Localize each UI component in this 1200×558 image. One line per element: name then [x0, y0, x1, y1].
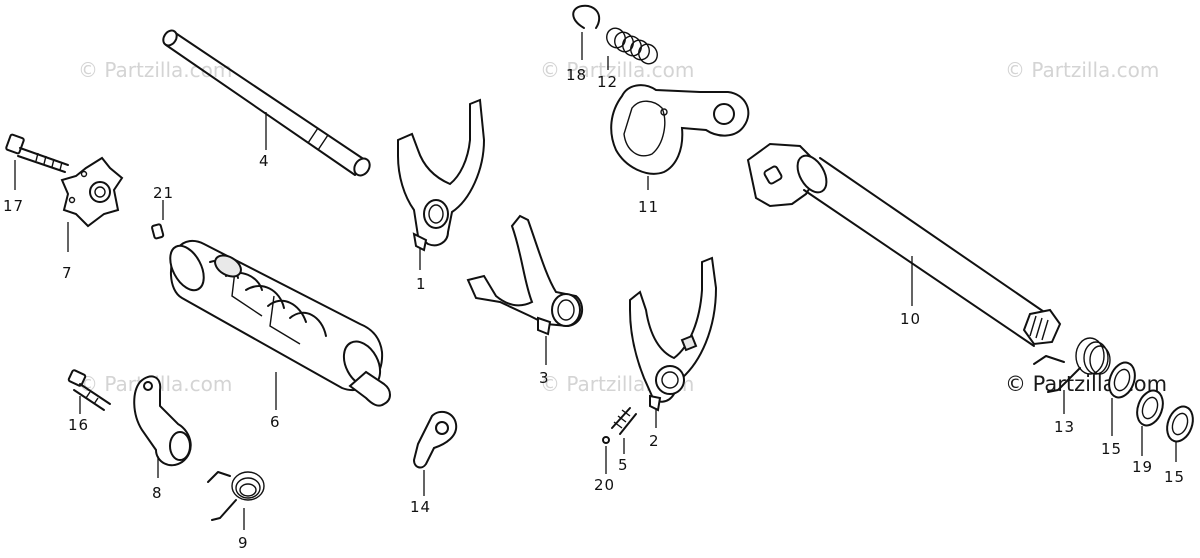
callout-7: 7	[62, 264, 73, 282]
callout-18: 18	[566, 66, 588, 84]
callout-16: 16	[68, 416, 90, 434]
part-1-shift-fork	[397, 98, 486, 270]
part-14-stopper	[412, 410, 458, 496]
callout-2: 2	[649, 432, 660, 450]
part-21-dowel-pin	[151, 200, 165, 240]
part-16-bolt	[67, 369, 111, 414]
callout-1: 1	[416, 275, 427, 293]
watermark: © Partzilla.com	[1005, 372, 1168, 396]
part-13-return-spring	[1033, 337, 1111, 414]
watermark: © Partzilla.com	[78, 58, 233, 82]
watermark: © Partzilla.com	[1005, 58, 1160, 82]
part-12-spring	[606, 27, 658, 70]
callout-17: 17	[3, 197, 25, 215]
part-17-bolt	[5, 133, 69, 190]
part-3-shift-fork	[466, 214, 584, 365]
part-19-washer	[1136, 389, 1164, 456]
callout-15a: 15	[1101, 440, 1123, 458]
part-6-shift-drum	[169, 239, 391, 410]
part-9-spring	[207, 471, 265, 530]
part-5-spring	[611, 407, 637, 454]
callout-9: 9	[238, 534, 249, 552]
part-11-plate	[610, 84, 750, 190]
callout-11: 11	[638, 198, 660, 216]
callout-21: 21	[153, 184, 175, 202]
callout-15b: 15	[1164, 468, 1186, 486]
part-15-washer	[1166, 405, 1194, 462]
watermark: © Partzilla.com	[540, 58, 695, 82]
part-8-arm	[133, 375, 192, 478]
callout-6: 6	[270, 413, 281, 431]
callout-3: 3	[539, 369, 550, 387]
callout-10: 10	[900, 310, 922, 328]
callout-13: 13	[1054, 418, 1076, 436]
part-4-fork-shaft	[162, 29, 371, 177]
callout-5: 5	[618, 456, 629, 474]
part-18-circlip	[572, 4, 601, 60]
callout-4: 4	[259, 152, 270, 170]
callout-20: 20	[594, 476, 616, 494]
part-15-washer	[1108, 361, 1136, 436]
part-10-gearshift-spindle	[746, 142, 1062, 347]
callout-14: 14	[410, 498, 432, 516]
part-20-ball	[602, 436, 610, 474]
part-2-shift-fork	[629, 256, 718, 428]
part-7-star-plate	[60, 156, 124, 252]
callout-8: 8	[152, 484, 163, 502]
callout-19: 19	[1132, 458, 1154, 476]
callout-12: 12	[597, 73, 619, 91]
